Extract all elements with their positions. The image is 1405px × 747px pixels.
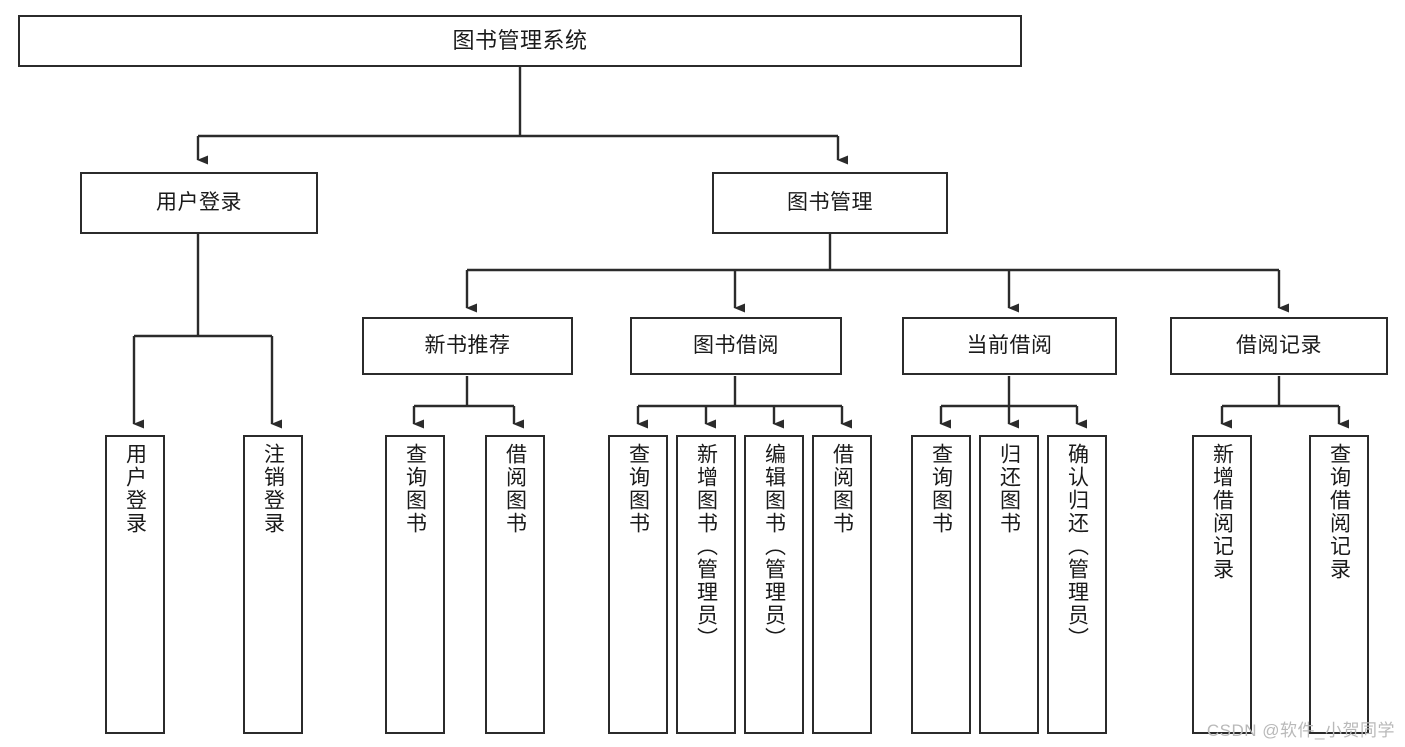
leaf-query-book-current[interactable]: 查询图书: [911, 435, 971, 734]
leaf-query-book-borrowing[interactable]: 查询图书: [608, 435, 668, 734]
node-label: 查询借阅记录: [1327, 443, 1351, 581]
node-book-management[interactable]: 图书管理: [712, 172, 948, 234]
watermark-text: CSDN @软件_小贺同学: [1206, 721, 1395, 740]
node-label: 用户登录: [123, 443, 147, 535]
node-label: 当前借阅: [966, 334, 1053, 358]
node-label: 图书借阅: [693, 334, 779, 358]
leaf-add-borrow-record[interactable]: 新增借阅记录: [1192, 435, 1252, 734]
leaf-confirm-return-admin[interactable]: 确认归还（管理员）: [1047, 435, 1107, 734]
node-current-borrowing[interactable]: 当前借阅: [902, 317, 1117, 375]
node-borrowing-record[interactable]: 借阅记录: [1170, 317, 1388, 375]
node-label: 注销登录: [261, 443, 285, 535]
leaf-user-login[interactable]: 用户登录: [105, 435, 165, 734]
node-label: 确认归还（管理员）: [1065, 443, 1089, 650]
node-label: 新增图书（管理员）: [694, 443, 718, 650]
node-label: 查询图书: [929, 443, 953, 535]
node-label: 查询图书: [403, 443, 427, 535]
node-label: 归还图书: [997, 443, 1021, 535]
leaf-edit-book-admin[interactable]: 编辑图书（管理员）: [744, 435, 804, 734]
node-label: 新书推荐: [424, 334, 511, 358]
leaf-borrow-book-borrowing[interactable]: 借阅图书: [812, 435, 872, 734]
node-user-login[interactable]: 用户登录: [80, 172, 318, 234]
node-book-borrowing[interactable]: 图书借阅: [630, 317, 842, 375]
leaf-add-book-admin[interactable]: 新增图书（管理员）: [676, 435, 736, 734]
leaf-borrow-book-new-rec[interactable]: 借阅图书: [485, 435, 545, 734]
node-new-book-recommendation[interactable]: 新书推荐: [362, 317, 573, 375]
leaf-return-book[interactable]: 归还图书: [979, 435, 1039, 734]
node-label: 图书管理系统: [452, 27, 588, 53]
leaf-query-book-new-rec[interactable]: 查询图书: [385, 435, 445, 734]
node-root-book-management-system[interactable]: 图书管理系统: [18, 15, 1022, 67]
node-label: 借阅图书: [830, 443, 854, 535]
node-label: 借阅记录: [1236, 334, 1322, 358]
node-label: 查询图书: [626, 443, 650, 535]
leaf-query-borrow-record[interactable]: 查询借阅记录: [1309, 435, 1369, 734]
node-label: 编辑图书（管理员）: [762, 443, 786, 650]
node-label: 图书管理: [787, 191, 873, 215]
node-label: 新增借阅记录: [1210, 443, 1234, 581]
node-label: 用户登录: [156, 191, 242, 215]
node-label: 借阅图书: [503, 443, 527, 535]
leaf-logout[interactable]: 注销登录: [243, 435, 303, 734]
